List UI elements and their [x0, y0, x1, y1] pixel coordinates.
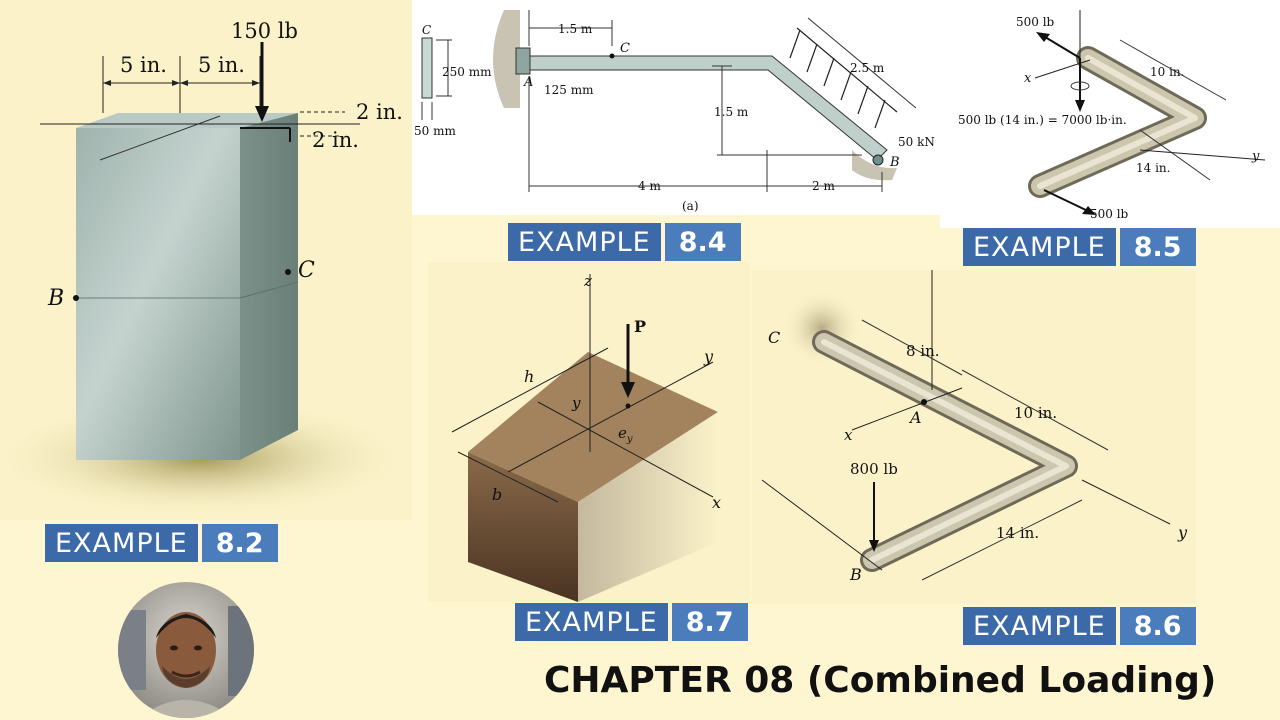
figure-8-6-panel: C 8 in. x A 10 in. 800 lb 14 in. y B	[752, 270, 1196, 604]
pipe	[1028, 46, 1207, 198]
figure-8-7-panel: z P y h y ey b x	[428, 262, 750, 602]
axis-z-label: z	[583, 272, 592, 290]
example-tag-8-2: EXAMPLE 8.2	[45, 524, 278, 562]
example-tag-8-7: EXAMPLE 8.7	[515, 603, 748, 641]
figure-8-5-panel: 500 lb x 10 in. 500 lb (14 in.) = 7000 l…	[940, 0, 1280, 228]
example-tag-word: EXAMPLE	[963, 607, 1116, 645]
axis-x-label: x	[844, 426, 853, 444]
wall	[493, 10, 520, 108]
avatar	[118, 582, 254, 718]
dim-label: 10 in.	[1014, 404, 1057, 422]
dim-label: 1.5 m	[558, 22, 593, 36]
dim-label: ey	[618, 424, 633, 445]
figure-8-2-panel: 150 lb 5 in. 5 in. 2 in. 2 in. B C	[0, 0, 412, 520]
figure-8-4-panel: C 250 mm 50 mm 1.5 m C A 125 mm 1.5 m 2.…	[412, 0, 940, 215]
point-b-label: B	[47, 286, 64, 311]
point-a-label: A	[523, 75, 533, 90]
dim-label: b	[492, 485, 502, 504]
axis-y-label: y	[703, 347, 714, 366]
block-side-face	[240, 113, 298, 460]
figure-8-2-diagram: 150 lb 5 in. 5 in. 2 in. 2 in. B C	[0, 19, 410, 518]
pipe	[812, 330, 1078, 572]
moment-label: 500 lb (14 in.) = 7000 lb·in.	[958, 113, 1127, 127]
dim-label: 8 in.	[906, 342, 940, 360]
example-tag-word: EXAMPLE	[515, 603, 668, 641]
example-tag-number: 8.7	[671, 603, 748, 641]
load-label: 500 lb	[1090, 207, 1129, 221]
dim-label: 2 m	[812, 179, 835, 193]
example-tag-number: 8.5	[1119, 228, 1196, 266]
example-tag-number: 8.6	[1119, 607, 1196, 645]
figure-8-6-diagram: C 8 in. x A 10 in. 800 lb 14 in. y B	[761, 270, 1188, 584]
block-front-face	[468, 452, 578, 602]
axis-x-label: x	[1024, 71, 1032, 86]
dim-label: 5 in.	[120, 53, 167, 77]
dim-label: 250 mm	[442, 65, 492, 79]
dim-label: 125 mm	[544, 83, 594, 97]
axis-x-label: x	[712, 493, 721, 512]
load-label: 800 lb	[850, 460, 898, 478]
point-c-label: C	[768, 328, 780, 347]
dim-label: 2.5 m	[850, 61, 885, 75]
block-top-face	[468, 352, 718, 502]
dim-label: 10 in.	[1150, 65, 1184, 79]
point-a-label: A	[908, 408, 922, 427]
example-tag-word: EXAMPLE	[508, 223, 661, 261]
axis-y-label: y	[1177, 523, 1188, 542]
figure-8-7-diagram: z P y h y ey b x	[451, 272, 721, 602]
example-tag-word: EXAMPLE	[45, 524, 198, 562]
beam	[529, 55, 888, 161]
page-title: CHAPTER 08 (Combined Loading)	[544, 660, 1217, 701]
load-label: 150 lb	[231, 19, 298, 43]
dim-label: 4 m	[638, 179, 661, 193]
point-c-dot	[285, 269, 291, 275]
point-b-label: B	[889, 155, 900, 170]
block-front-face	[76, 128, 240, 460]
point-c-label: C	[620, 41, 630, 56]
example-tag-8-4: EXAMPLE 8.4	[508, 223, 741, 261]
point-b-label: B	[849, 565, 862, 584]
dim-label: 5 in.	[198, 53, 245, 77]
dim-label: 1.5 m	[714, 105, 749, 119]
dim-label: 14 in.	[1136, 161, 1170, 175]
load-label: 50 kN	[898, 135, 935, 149]
example-tag-8-5: EXAMPLE 8.5	[963, 228, 1196, 266]
point-b-dot	[73, 295, 79, 301]
figure-caption: (a)	[682, 199, 699, 213]
figure-8-5-diagram: 500 lb x 10 in. 500 lb (14 in.) = 7000 l…	[958, 10, 1266, 221]
load-label: 500 lb	[1016, 15, 1055, 29]
dim-label: y	[571, 394, 581, 412]
dim-label: 2 in.	[356, 100, 403, 124]
section-label: C	[422, 23, 431, 37]
example-tag-number: 8.4	[664, 223, 741, 261]
dim-label: h	[524, 367, 534, 386]
example-tag-8-6: EXAMPLE 8.6	[963, 607, 1196, 645]
axis-y-label: y	[1251, 149, 1260, 164]
block-side-face	[578, 412, 718, 602]
dim-label: 14 in.	[996, 524, 1039, 542]
dim-label: 2 in.	[312, 128, 359, 152]
distributed-load	[789, 27, 898, 129]
example-tag-word: EXAMPLE	[963, 228, 1116, 266]
point-c-label: C	[298, 258, 315, 283]
dim-label: 50 mm	[414, 124, 456, 138]
load-label: P	[634, 317, 646, 336]
example-tag-number: 8.2	[201, 524, 278, 562]
figure-8-4-diagram: C 250 mm 50 mm 1.5 m C A 125 mm 1.5 m 2.…	[414, 10, 935, 213]
